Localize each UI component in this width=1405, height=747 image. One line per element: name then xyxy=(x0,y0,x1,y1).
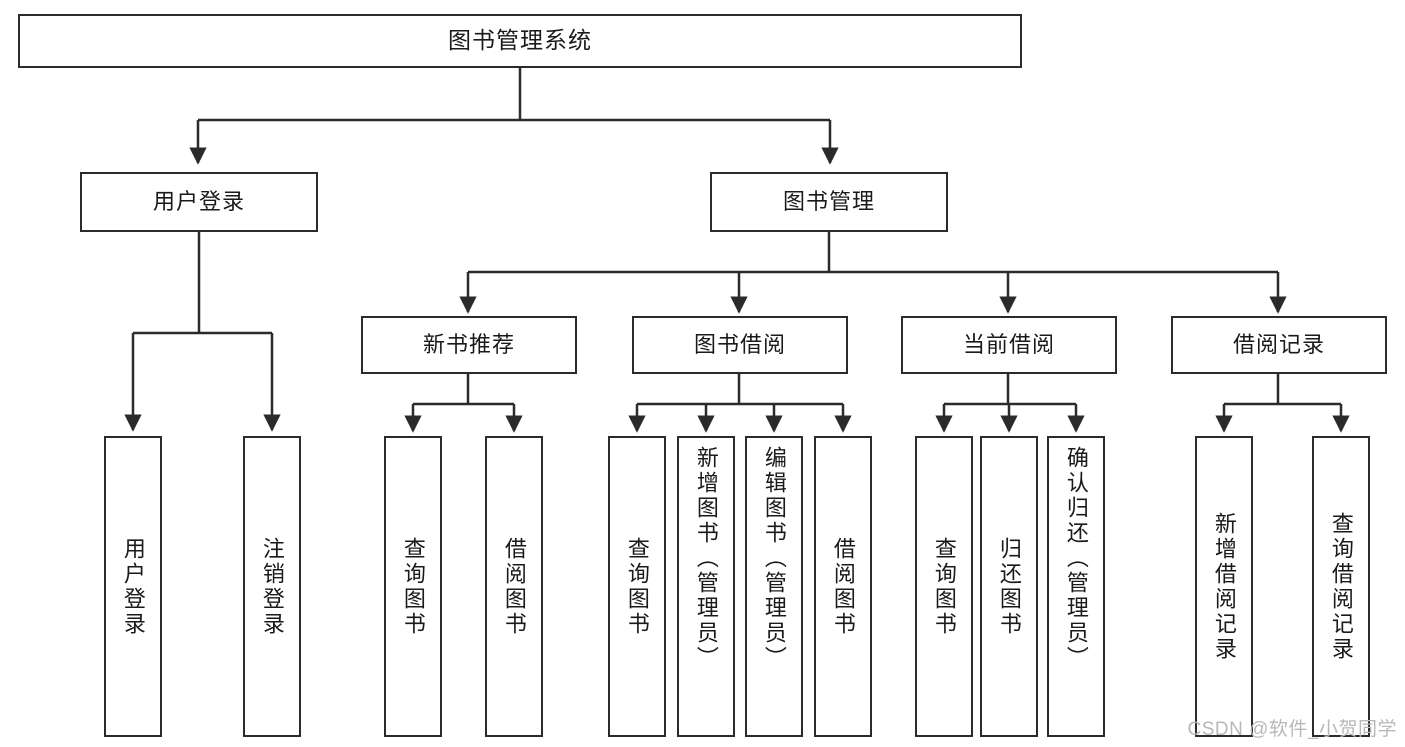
leaf-label: 查询图书 xyxy=(931,536,957,637)
leaf-add-book-admin[interactable]: 新增图书（管理员） xyxy=(677,436,735,737)
node-user-login[interactable]: 用户登录 xyxy=(80,172,318,232)
node-current-borrow[interactable]: 当前借阅 xyxy=(901,316,1117,374)
leaf-logout[interactable]: 注销登录 xyxy=(243,436,301,737)
node-new-book-recommend[interactable]: 新书推荐 xyxy=(361,316,577,374)
leaf-label: 查询借阅记录 xyxy=(1328,511,1354,662)
leaf-query-book-borrow[interactable]: 查询图书 xyxy=(608,436,666,737)
leaf-confirm-return-admin[interactable]: 确认归还（管理员） xyxy=(1047,436,1105,737)
leaf-borrow-book-recommend[interactable]: 借阅图书 xyxy=(485,436,543,737)
leaf-user-login[interactable]: 用户登录 xyxy=(104,436,162,737)
leaf-query-book-current[interactable]: 查询图书 xyxy=(915,436,973,737)
leaf-label: 编辑图书（管理员） xyxy=(761,446,787,671)
leaf-label: 借阅图书 xyxy=(830,536,856,637)
leaf-query-book-recommend[interactable]: 查询图书 xyxy=(384,436,442,737)
leaf-label: 查询图书 xyxy=(400,536,426,637)
leaf-add-borrow-record[interactable]: 新增借阅记录 xyxy=(1195,436,1253,737)
leaf-label: 归还图书 xyxy=(996,536,1022,637)
node-book-borrow[interactable]: 图书借阅 xyxy=(632,316,848,374)
leaf-label: 查询图书 xyxy=(624,536,650,637)
leaf-label: 新增图书（管理员） xyxy=(693,446,719,671)
leaf-return-book[interactable]: 归还图书 xyxy=(980,436,1038,737)
node-root-system[interactable]: 图书管理系统 xyxy=(18,14,1022,68)
leaf-label: 确认归还（管理员） xyxy=(1063,446,1089,671)
leaf-label: 用户登录 xyxy=(120,536,146,637)
leaf-borrow-book[interactable]: 借阅图书 xyxy=(814,436,872,737)
csdn-watermark: CSDN @软件_小贺同学 xyxy=(1187,719,1397,740)
leaf-label: 借阅图书 xyxy=(501,536,527,637)
leaf-edit-book-admin[interactable]: 编辑图书（管理员） xyxy=(745,436,803,737)
node-book-management[interactable]: 图书管理 xyxy=(710,172,948,232)
leaf-label: 新增借阅记录 xyxy=(1211,511,1237,662)
node-borrow-record[interactable]: 借阅记录 xyxy=(1171,316,1387,374)
leaf-query-borrow-record[interactable]: 查询借阅记录 xyxy=(1312,436,1370,737)
leaf-label: 注销登录 xyxy=(259,536,285,637)
